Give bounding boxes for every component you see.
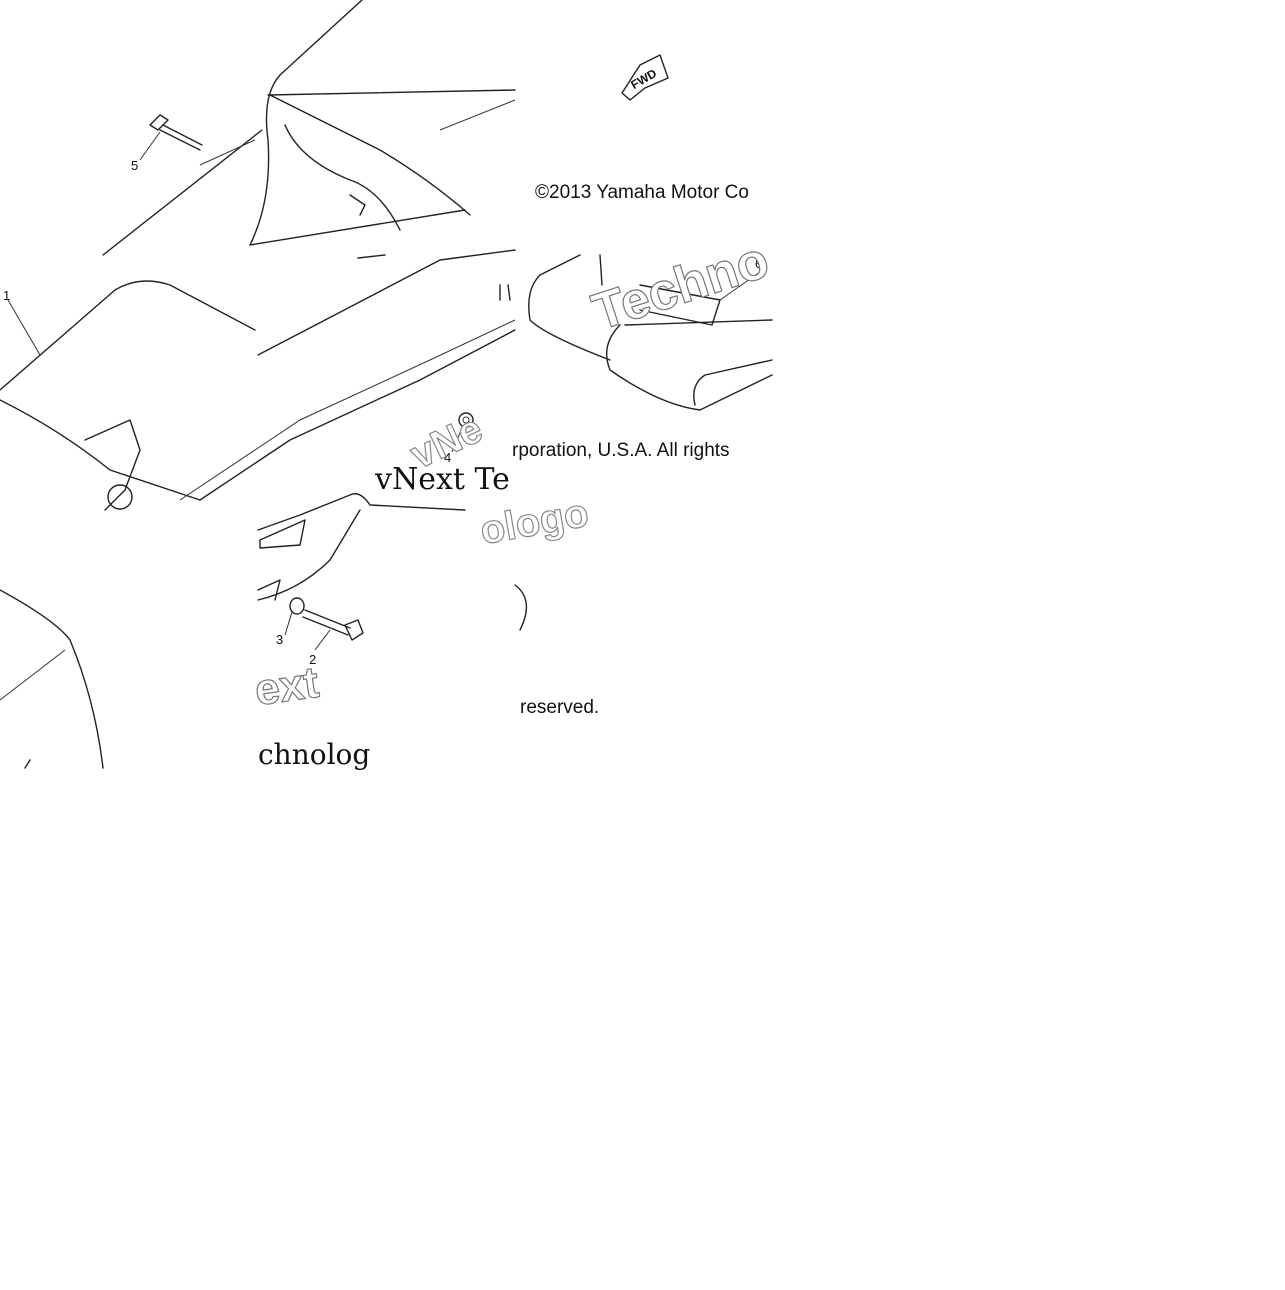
bolt-part-2 [284, 597, 364, 651]
copyright-line-3: reserved. [520, 697, 600, 719]
bracket-shape [257, 493, 528, 631]
callout-6: 6 [755, 256, 762, 271]
callout-3: 3 [276, 632, 283, 647]
callout-2: 2 [309, 652, 316, 667]
callout-5: 5 [131, 158, 138, 173]
callout-1: 1 [3, 288, 10, 303]
seat-main-shape [0, 249, 516, 769]
copyright-line-2: rporation, U.S.A. All rights [512, 440, 772, 462]
bolt-part-5 [139, 114, 203, 161]
seat-rear-shape [102, 0, 516, 259]
copyright-line-1: ©2013 Yamaha Motor Co [535, 182, 772, 204]
seat-section-6 [528, 254, 773, 411]
callout-4: 4 [444, 450, 451, 465]
nut-part-4 [451, 412, 474, 453]
